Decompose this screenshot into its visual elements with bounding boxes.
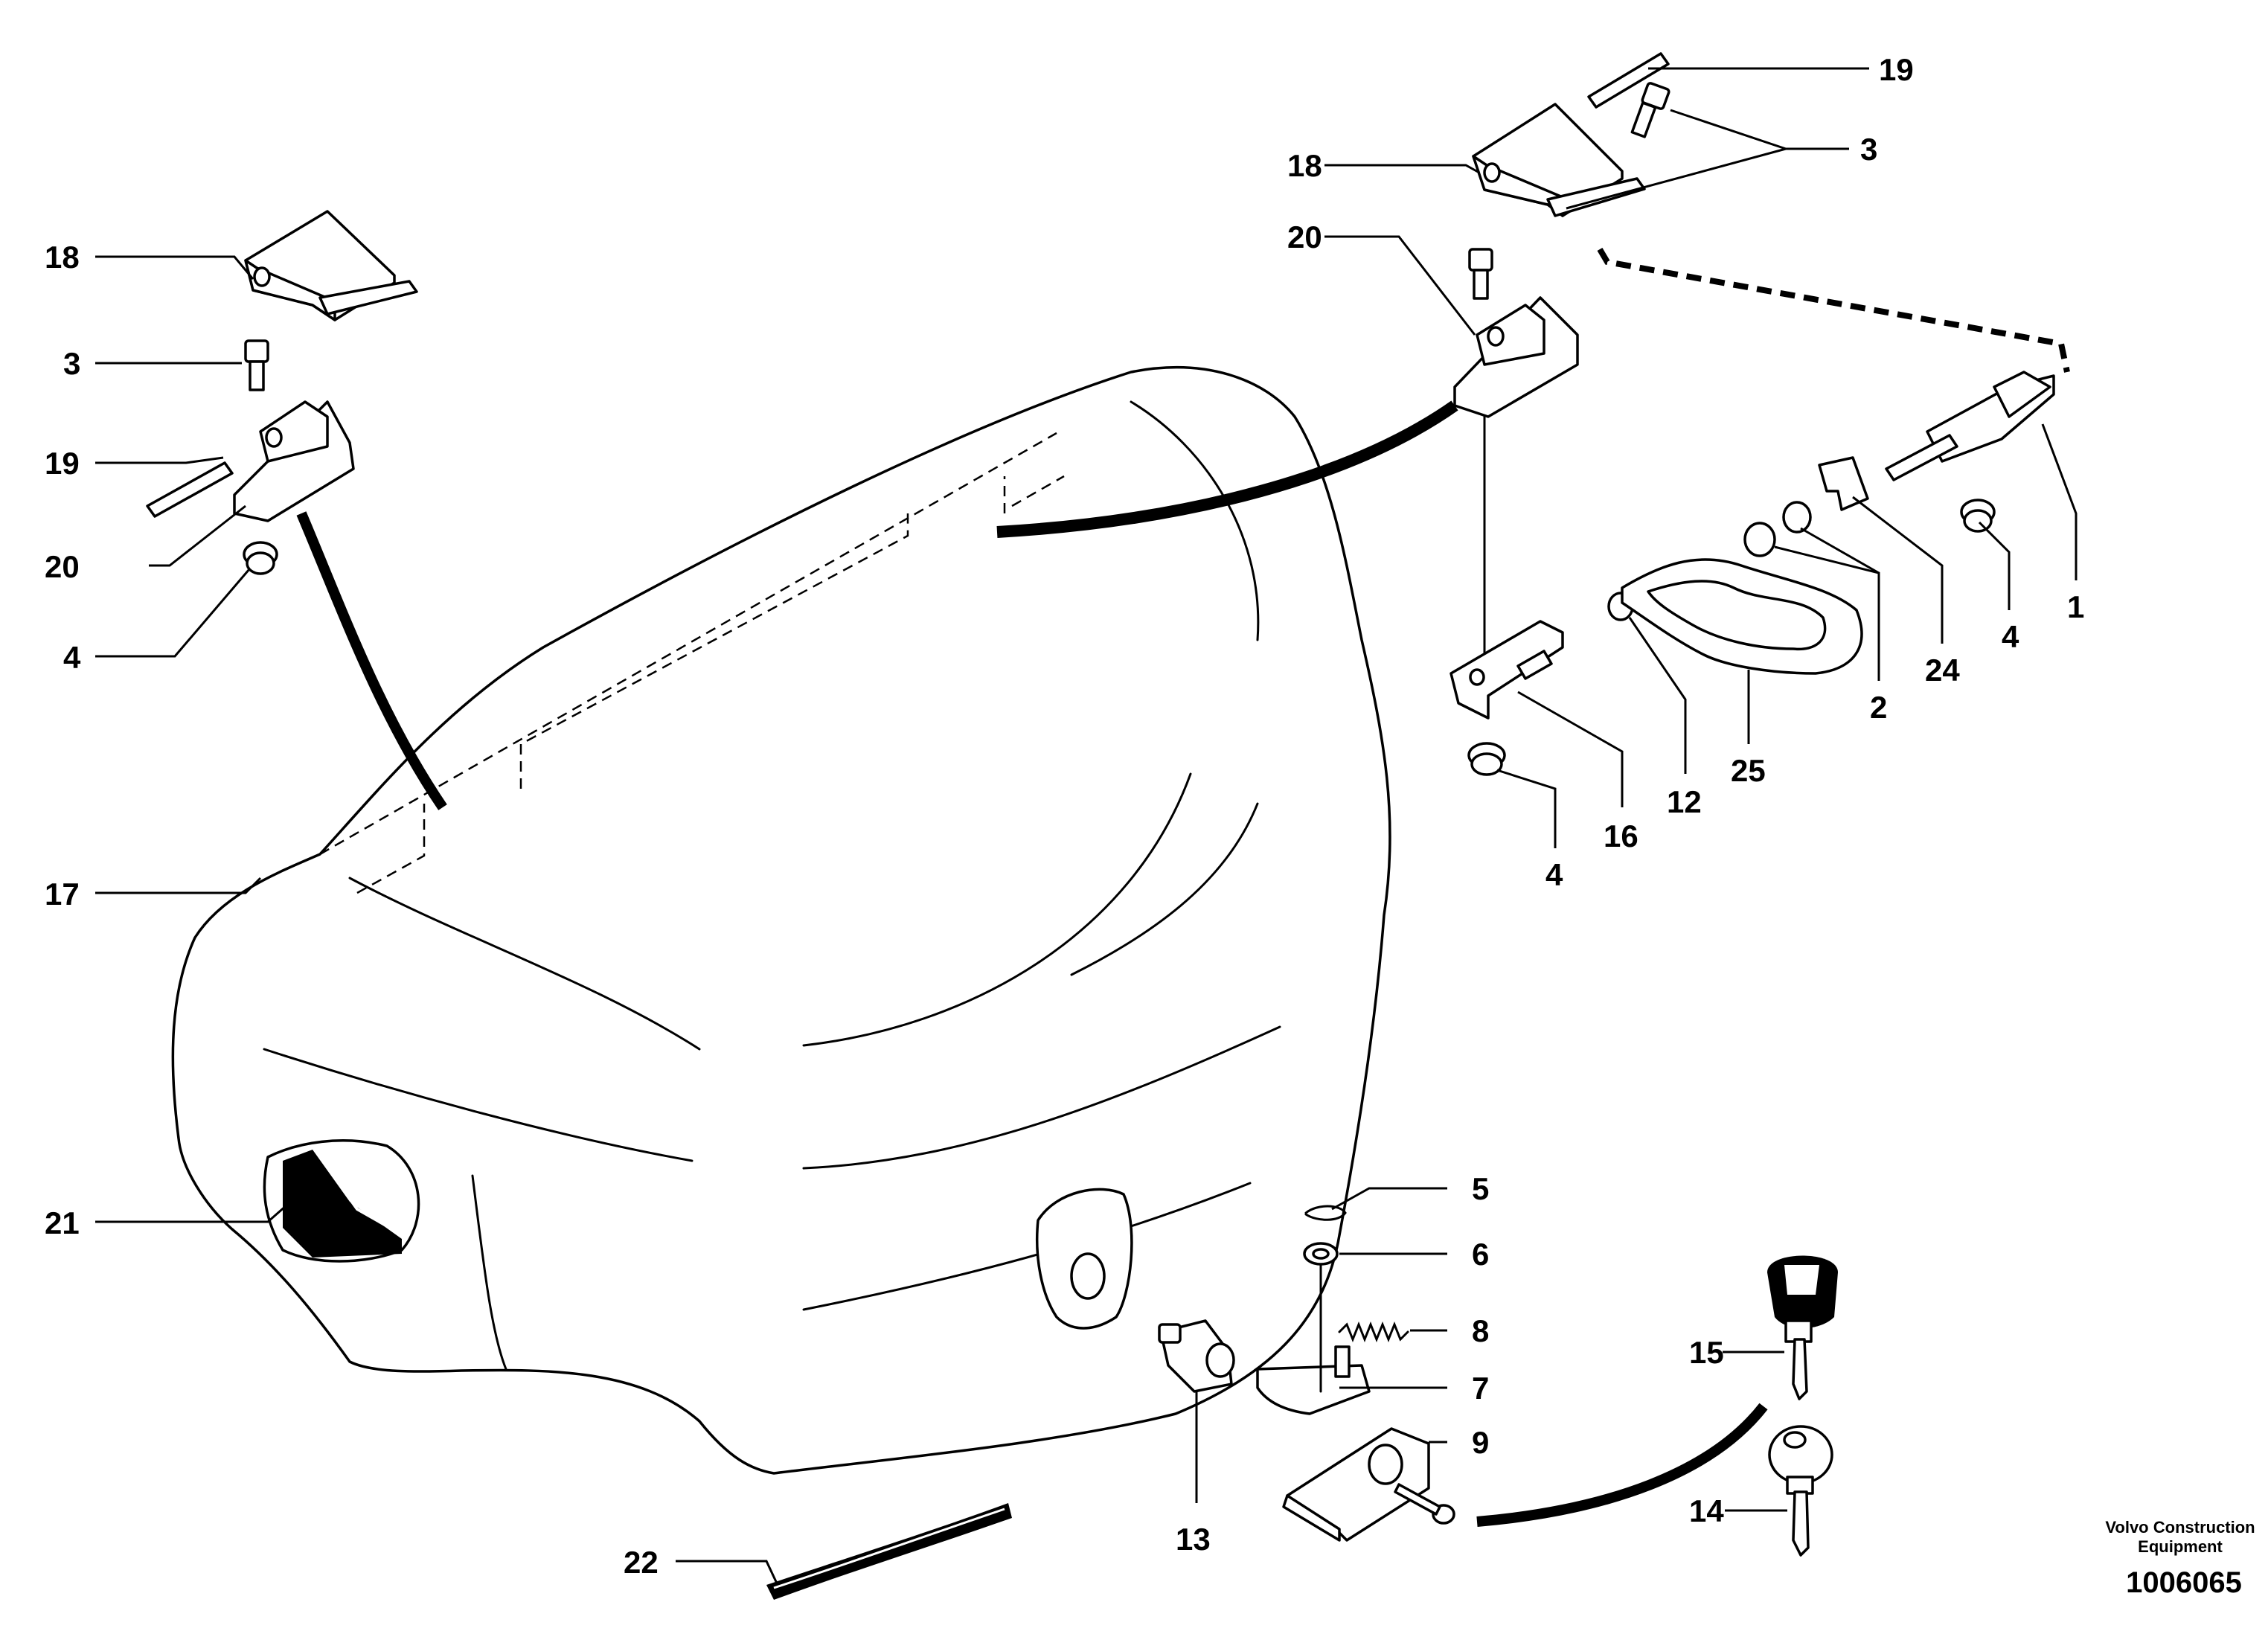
left-hinge-pin bbox=[146, 461, 234, 518]
retaining-clip bbox=[1818, 456, 1869, 511]
right-hinge-pin bbox=[1587, 52, 1670, 109]
callout-4-right: 4 bbox=[2002, 619, 2019, 654]
drawing-number: 1006065 bbox=[2126, 1566, 2242, 1599]
callout-13: 13 bbox=[1176, 1522, 1211, 1557]
right-hinge-top-bracket bbox=[1472, 103, 1646, 217]
left-hinge-seal-line bbox=[296, 511, 447, 810]
callout-19-right: 19 bbox=[1879, 52, 1914, 87]
callout-labels: 18 3 19 20 4 17 21 22 19 18 3 20 1 4 24 … bbox=[45, 52, 2084, 1580]
callout-6: 6 bbox=[1472, 1237, 1489, 1272]
tension-spring bbox=[1338, 1321, 1409, 1343]
left-hinge-top-bracket bbox=[244, 210, 418, 321]
key-with-black-head bbox=[1767, 1255, 1838, 1400]
callout-4-lower: 4 bbox=[1545, 857, 1563, 892]
callout-14: 14 bbox=[1689, 1493, 1724, 1528]
lock-bracket bbox=[1282, 1427, 1430, 1542]
callout-16: 16 bbox=[1604, 818, 1638, 853]
callout-18-right: 18 bbox=[1287, 148, 1322, 183]
right-hinge-bolt-lower bbox=[1468, 248, 1493, 300]
callout-21: 21 bbox=[45, 1205, 80, 1240]
lock-cylinder bbox=[1158, 1319, 1235, 1393]
rubber-edge-strip bbox=[766, 1503, 1012, 1600]
callout-20-left: 20 bbox=[45, 549, 80, 584]
callout-18-left: 18 bbox=[45, 240, 80, 275]
right-hinge-bolt-upper bbox=[1630, 82, 1670, 138]
footer-brand: Volvo Construction Equipment 1006065 bbox=[2105, 1518, 2255, 1599]
callout-1: 1 bbox=[2067, 589, 2084, 624]
key-with-round-head bbox=[1768, 1425, 1833, 1557]
lock-washer bbox=[1303, 1242, 1339, 1266]
callout-9: 9 bbox=[1472, 1425, 1489, 1460]
leader-lines bbox=[95, 67, 2078, 1586]
snap-ring bbox=[1304, 1205, 1347, 1221]
callout-2: 2 bbox=[1870, 690, 1887, 725]
callout-22: 22 bbox=[624, 1545, 659, 1580]
brand-line-1: Volvo Construction bbox=[2105, 1518, 2255, 1537]
lower-hinge-bracket bbox=[1449, 620, 1564, 720]
callout-5: 5 bbox=[1472, 1171, 1489, 1206]
right-hinge-base bbox=[1453, 296, 1579, 418]
callout-4-left: 4 bbox=[63, 640, 81, 675]
latch-handle-bracket bbox=[1885, 371, 2055, 481]
small-key bbox=[1394, 1483, 1455, 1525]
key-cable-line bbox=[1476, 1403, 1768, 1527]
latch-flange-nut bbox=[1960, 499, 1996, 533]
callout-17: 17 bbox=[45, 877, 80, 912]
right-hinge-seal-line bbox=[996, 400, 1458, 538]
engine-hood-cover bbox=[171, 366, 1391, 1475]
callout-7: 7 bbox=[1472, 1371, 1489, 1406]
callout-12: 12 bbox=[1667, 784, 1702, 819]
callout-8: 8 bbox=[1472, 1313, 1489, 1348]
callout-19-left: 19 bbox=[45, 446, 80, 481]
callout-15: 15 bbox=[1689, 1335, 1724, 1370]
callout-3-left: 3 bbox=[63, 346, 80, 381]
callout-3-right: 3 bbox=[1860, 132, 1877, 167]
callout-25: 25 bbox=[1731, 753, 1766, 788]
left-hinge-bolt bbox=[244, 339, 269, 391]
latch-pawl bbox=[1256, 1263, 1371, 1415]
left-flange-nut bbox=[243, 541, 278, 575]
hinge-link-line bbox=[1597, 247, 2070, 373]
washers bbox=[1607, 501, 1812, 621]
brand-line-2: Equipment bbox=[2138, 1537, 2223, 1556]
stay-handle bbox=[1621, 558, 1863, 675]
callout-24: 24 bbox=[1925, 653, 1960, 688]
lower-flange-nut bbox=[1467, 742, 1506, 776]
callout-20-right: 20 bbox=[1287, 220, 1322, 254]
left-hinge-base bbox=[233, 400, 355, 522]
